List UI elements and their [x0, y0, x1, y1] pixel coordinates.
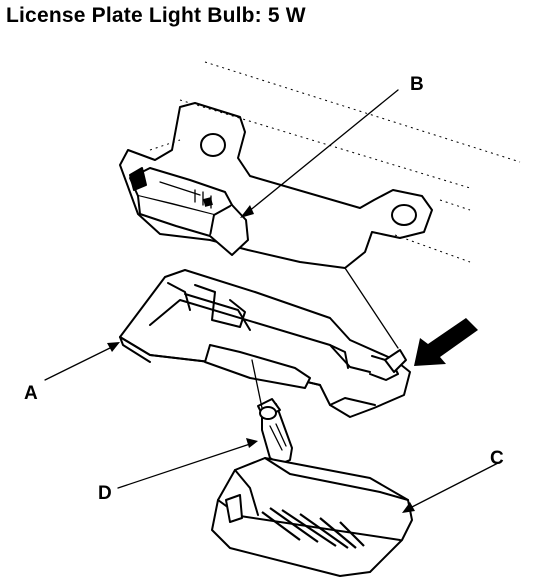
- callout-a: A: [24, 383, 38, 404]
- diagram-title: License Plate Light Bulb: 5 W: [6, 4, 306, 27]
- mounting-bracket: [119, 102, 433, 349]
- callout-b: B: [410, 74, 424, 95]
- bulb-d: [251, 359, 293, 465]
- connector-b: [129, 167, 249, 256]
- install-direction-arrow-icon: [414, 318, 478, 366]
- callout-c: C: [490, 448, 504, 469]
- lens-c: [211, 457, 413, 577]
- light-housing-a: [119, 269, 411, 418]
- leader-lines: [44, 89, 501, 513]
- callout-d: D: [98, 483, 112, 504]
- body-panel: [149, 61, 521, 263]
